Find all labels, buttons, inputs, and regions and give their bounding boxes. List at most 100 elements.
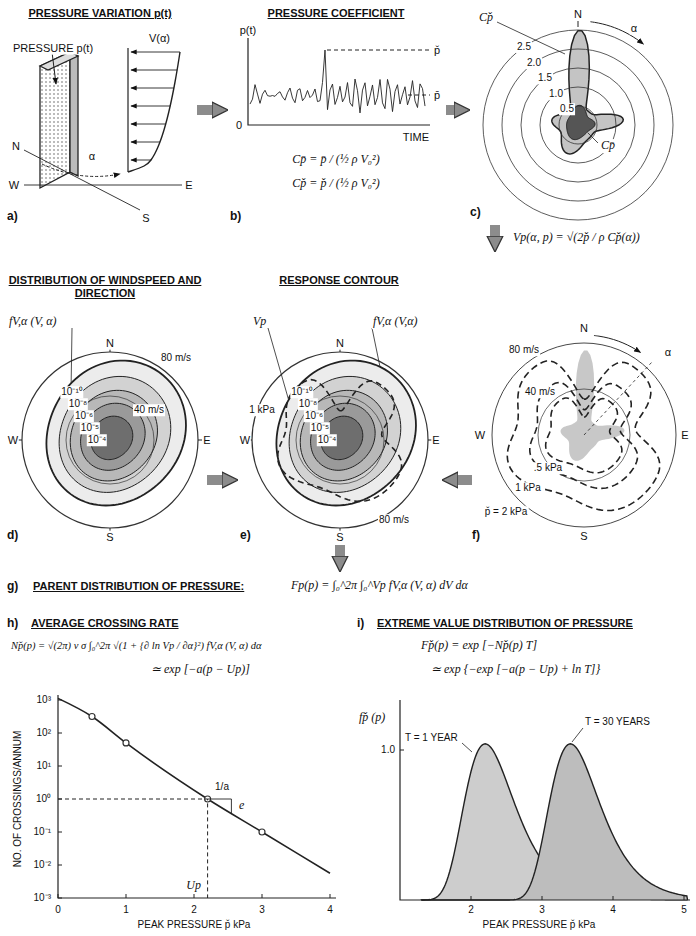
flow-arrow bbox=[197, 105, 212, 115]
pressure-contour bbox=[507, 361, 659, 511]
axis-tick bbox=[400, 750, 404, 751]
label: PRESSURE p(t) bbox=[12, 42, 94, 55]
direction-arc bbox=[42, 164, 120, 176]
mode-line bbox=[58, 799, 208, 898]
label: 1 kPa bbox=[248, 404, 276, 416]
plot-axes bbox=[248, 38, 430, 125]
label: 0.5 bbox=[559, 103, 575, 115]
label: W bbox=[239, 434, 251, 447]
speed-ring bbox=[252, 352, 428, 528]
label: PEAK PRESSURE p̌ kPa bbox=[482, 919, 597, 931]
label: 5 bbox=[680, 904, 688, 916]
label: 3 bbox=[258, 904, 266, 916]
label: 1 bbox=[122, 904, 130, 916]
label: E bbox=[431, 434, 440, 447]
label: 1/a bbox=[214, 781, 230, 793]
wind-arrow bbox=[131, 88, 174, 89]
panel: c) bbox=[470, 5, 690, 225]
wind-arrow bbox=[131, 106, 170, 107]
label: 10³ bbox=[36, 694, 52, 706]
wall-side bbox=[70, 52, 78, 176]
axis-tick bbox=[194, 894, 195, 898]
wind-profile bbox=[128, 52, 180, 172]
panel: f) bbox=[472, 252, 690, 545]
panel-letter: a) bbox=[7, 209, 18, 223]
wind-arrow bbox=[131, 160, 151, 161]
label: 10⁻¹ bbox=[33, 826, 52, 838]
label: e bbox=[238, 799, 245, 813]
leader-line bbox=[588, 133, 598, 143]
leader-line bbox=[268, 328, 288, 399]
label: S bbox=[335, 531, 344, 544]
slope-triangle bbox=[208, 799, 232, 813]
polar-ring bbox=[502, 49, 654, 201]
label: 80 m/s bbox=[508, 344, 540, 356]
label: α bbox=[664, 346, 672, 359]
panel: DISTRIBUTION OF WINDSPEED AND DIRECTIONd… bbox=[5, 272, 207, 545]
wall-face bbox=[40, 52, 70, 188]
label: N bbox=[105, 337, 115, 350]
leader-line bbox=[572, 728, 583, 742]
panel-letter: h) bbox=[7, 616, 18, 630]
label: p̌ bbox=[433, 44, 441, 57]
panel-heading: PARENT DISTRIBUTION OF PRESSURE: bbox=[33, 580, 244, 593]
probability-contour bbox=[289, 376, 401, 492]
label: fp̌ (p) bbox=[358, 711, 386, 725]
label: 10⁻⁴ bbox=[87, 434, 107, 446]
flow-arrow bbox=[335, 545, 345, 556]
wind-arrow bbox=[131, 70, 177, 71]
panel-heading: PRESSURE COEFFICIENT bbox=[228, 7, 444, 20]
speed-ring bbox=[22, 352, 198, 528]
pressure-trace bbox=[250, 50, 425, 113]
label: 10⁻⁶ bbox=[304, 410, 324, 422]
crossing-rate-curve bbox=[58, 698, 330, 873]
label: Cp̄ = p̄ / (½ ρ V₀²) bbox=[291, 153, 380, 167]
label: E bbox=[680, 429, 689, 442]
polar-ring bbox=[483, 30, 673, 220]
label: N bbox=[573, 8, 583, 21]
label: 40 m/s bbox=[524, 386, 556, 398]
label: p̄ bbox=[433, 89, 441, 102]
label: TIME bbox=[402, 131, 430, 144]
label: 10⁻⁴ bbox=[317, 434, 337, 446]
compass-line bbox=[24, 185, 182, 186]
probability-contour bbox=[276, 361, 416, 506]
label: 1.0 bbox=[548, 88, 564, 100]
axis-tick bbox=[684, 896, 685, 900]
probability-contour bbox=[46, 361, 186, 506]
axis-tick bbox=[613, 896, 614, 900]
label: S bbox=[579, 530, 588, 543]
label: 10⁻⁵ bbox=[80, 422, 100, 434]
label: α bbox=[630, 22, 638, 35]
flow-arrow bbox=[458, 475, 472, 485]
panel-heading: AVERAGE CROSSING RATE bbox=[31, 617, 179, 630]
plot-axes bbox=[400, 700, 690, 900]
panel: h) AVERAGE CROSSING RATE bbox=[5, 612, 345, 932]
label: ≃ exp [−a(p − Up)] bbox=[150, 663, 251, 677]
polar-ring bbox=[540, 87, 616, 163]
axis-tick bbox=[58, 898, 62, 899]
label: 2.5 bbox=[516, 41, 532, 53]
leader-line bbox=[71, 328, 73, 383]
label: W bbox=[8, 179, 20, 192]
label: 1 kPa bbox=[514, 482, 542, 494]
leader-line bbox=[462, 743, 472, 752]
wall-top bbox=[40, 52, 78, 70]
panel-letter: d) bbox=[7, 528, 18, 542]
label: Up bbox=[185, 879, 202, 893]
label: 10² bbox=[36, 727, 52, 739]
leader-line bbox=[52, 52, 56, 84]
label: Fp̌(p) = exp [−Np̌(p) T] bbox=[420, 639, 538, 653]
label: 2.0 bbox=[526, 57, 542, 69]
label: 40 m/s bbox=[133, 404, 165, 416]
label: Cp̌ bbox=[478, 11, 494, 25]
label: 4 bbox=[326, 904, 334, 916]
label: 10⁻⁸ bbox=[298, 398, 318, 410]
label: 10⁻¹⁰ bbox=[290, 386, 313, 398]
label: N bbox=[11, 140, 21, 153]
label: E bbox=[184, 179, 193, 192]
response-contour bbox=[278, 380, 402, 502]
direction-arc bbox=[594, 336, 640, 353]
label: N bbox=[579, 322, 589, 335]
